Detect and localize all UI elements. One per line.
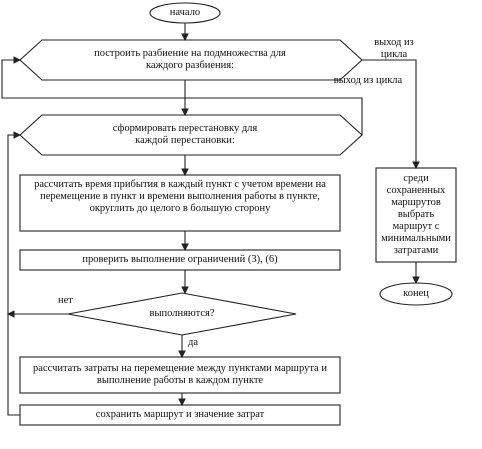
- select-route-box: [375, 167, 457, 263]
- check-constraints-label: проверить выполнение ограничений (3), (6…: [82, 254, 278, 265]
- loop-permutation-label: сформировать перестановку для каждой пер…: [112, 123, 258, 146]
- compute-arrival-label: рассчитать время прибытия в каждый пункт…: [34, 179, 326, 214]
- exit-loop-2-label: выход из цикла: [333, 75, 403, 86]
- start-label: начало: [169, 7, 201, 18]
- save-route-label: сохранить маршрут и значение затрат: [95, 409, 265, 420]
- edge-loop-partition: [1, 56, 363, 135]
- loop-partition-label: построить разбиение на подмножества для …: [94, 48, 286, 71]
- yes-branch-label: да: [188, 337, 199, 348]
- check-constraints-box: [19, 249, 341, 271]
- exit-loop-1-label: выход из цикла: [374, 37, 414, 60]
- compute-costs-box: [19, 356, 341, 394]
- no-branch-label: нет: [58, 295, 73, 306]
- decision-label: выполняются?: [149, 308, 215, 319]
- compute-costs-label: рассчитать затраты на перемещение между …: [33, 363, 327, 386]
- end-label: конец: [403, 288, 429, 299]
- select-route-label: среди сохраненных маршрутов выбрать марш…: [381, 173, 451, 256]
- compute-arrival-box: [19, 174, 341, 232]
- edge-loop-permutation: [7, 131, 22, 416]
- edge-partition-exit: [362, 59, 420, 170]
